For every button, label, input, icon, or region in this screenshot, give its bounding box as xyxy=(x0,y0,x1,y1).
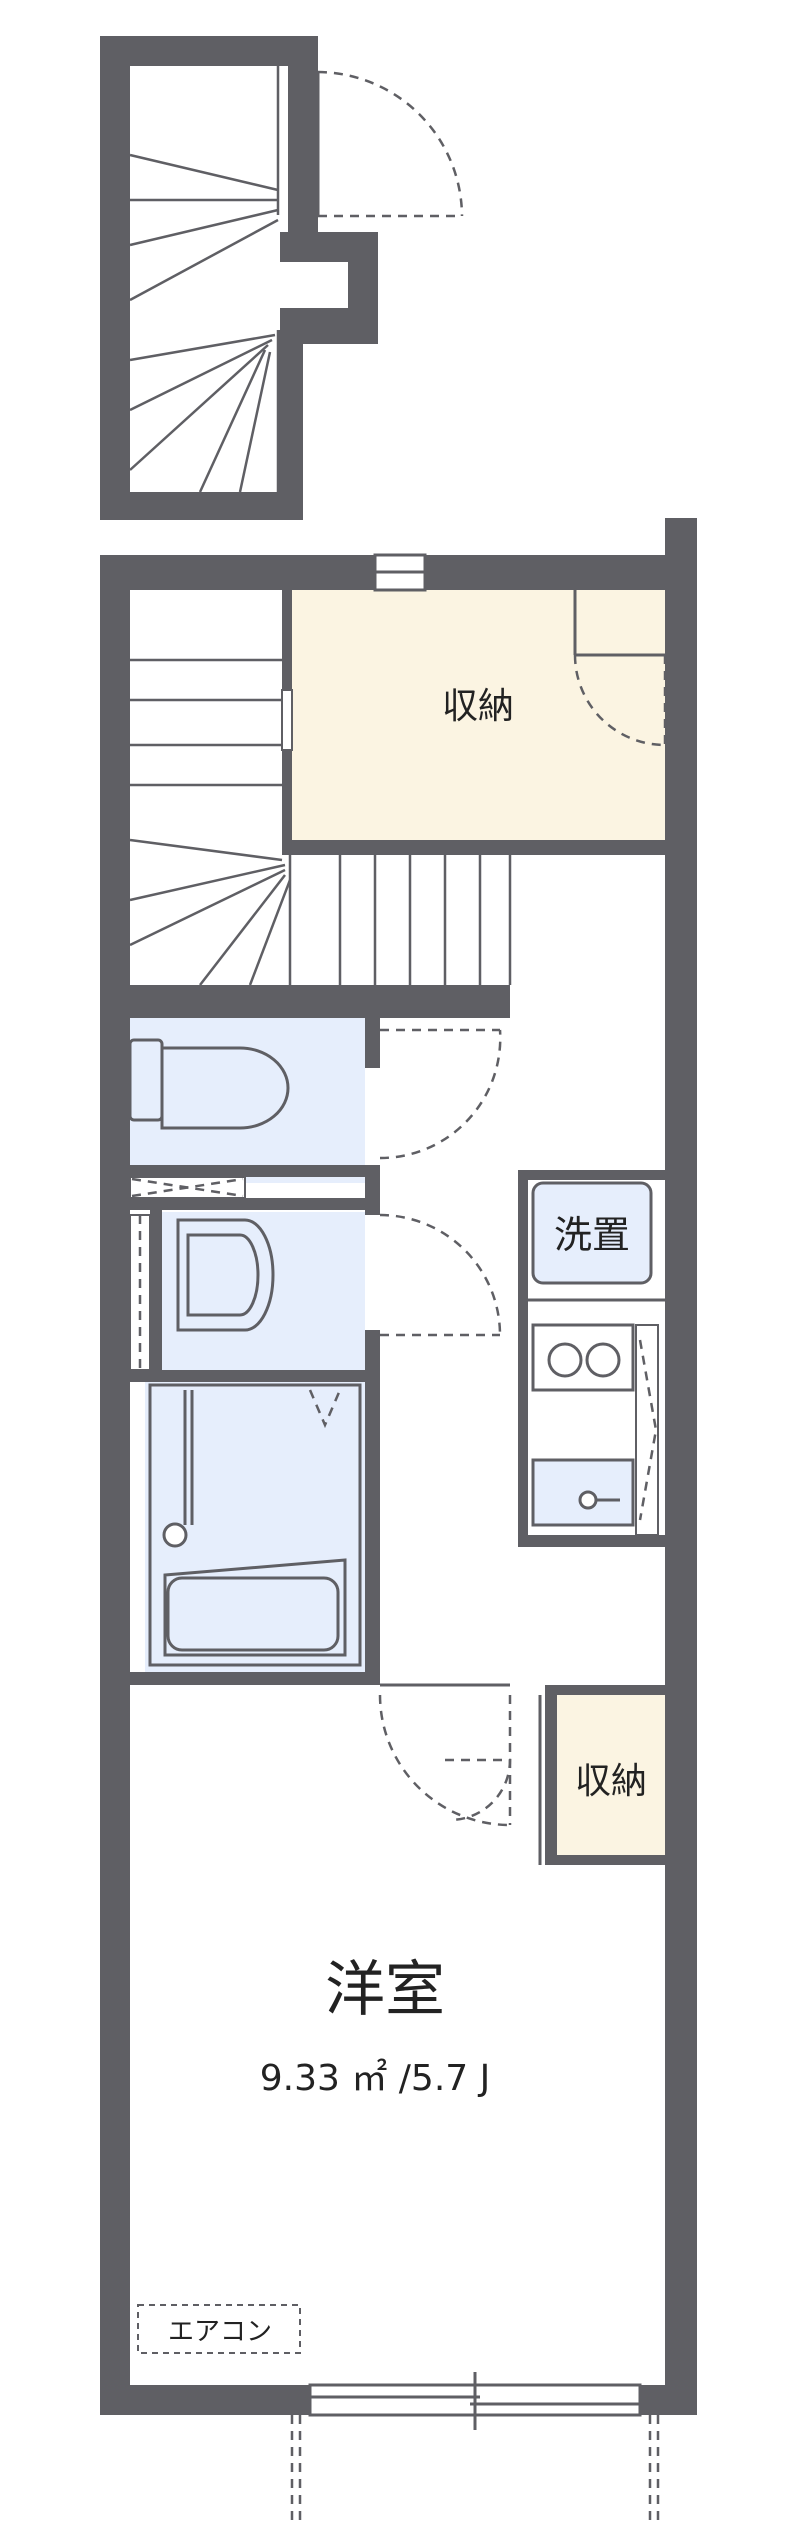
storage-bottom-label: 収納 xyxy=(575,1761,647,1802)
laundry-space xyxy=(528,1181,665,1302)
storage-top-door-swing-icon xyxy=(573,590,667,747)
storage-bottom-floor xyxy=(557,1695,665,1855)
toilet-icon xyxy=(128,1038,290,1130)
washbasin-icon xyxy=(176,1218,275,1332)
kitchen-sink-icon xyxy=(531,1458,635,1527)
washroom-door-swing-icon xyxy=(379,1213,502,1337)
upper-stairs-icon xyxy=(129,66,280,493)
western-room-label: 洋室 xyxy=(325,1955,445,2025)
storage-bottom-door-swing-icon xyxy=(378,1683,542,1865)
main-stairs-icon xyxy=(129,658,512,986)
aircon-icon xyxy=(137,2304,301,2354)
toilet-door-swing-icon xyxy=(379,1028,502,1160)
interior-walls xyxy=(130,590,665,1865)
laundry-label: 洗置 xyxy=(554,1213,630,1257)
aircon-label: エアコン xyxy=(168,2317,272,2347)
bathtub-icon xyxy=(148,1383,362,1667)
outer-walls xyxy=(100,518,697,2415)
pipe-shaft-icon xyxy=(129,1176,246,1371)
upper-door-swing-icon xyxy=(316,70,464,218)
kitchen-stove-icon xyxy=(531,1323,635,1392)
western-room-area: 9.33 ㎡ /5.7 J xyxy=(260,2057,491,2099)
upper-stair-enclosure xyxy=(100,36,378,520)
storage-top-floor xyxy=(291,590,665,840)
storage-top-label: 収納 xyxy=(442,686,514,727)
balcony-window xyxy=(290,2372,660,2520)
kitchen-cabinet-door-icon xyxy=(635,1324,659,1536)
